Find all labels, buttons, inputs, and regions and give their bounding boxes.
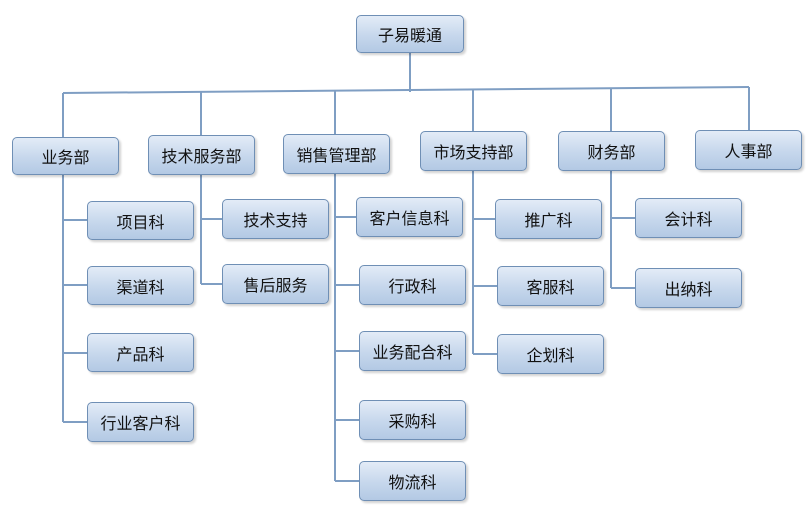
root-node: 子易暖通	[356, 15, 464, 53]
dept-node-market: 市场支持部	[420, 131, 527, 171]
sub-node-sales-4: 物流科	[359, 461, 466, 501]
sub-node-business-0: 项目科	[87, 201, 194, 240]
sub-node-sales-1: 行政科	[359, 265, 466, 305]
sub-node-tech-0: 技术支持	[222, 199, 329, 239]
dept-node-tech: 技术服务部	[148, 135, 255, 175]
sub-node-business-3: 行业客户科	[87, 402, 194, 442]
sub-node-market-0: 推广科	[495, 199, 602, 239]
sub-node-sales-2: 业务配合科	[359, 331, 466, 371]
sub-node-finance-0: 会计科	[635, 198, 742, 238]
sub-node-sales-3: 采购科	[359, 400, 466, 440]
sub-node-business-1: 渠道科	[87, 266, 194, 305]
dept-node-finance: 财务部	[558, 131, 665, 171]
sub-node-finance-1: 出纳科	[635, 268, 742, 308]
sub-node-sales-0: 客户信息科	[356, 197, 463, 237]
sub-node-business-2: 产品科	[87, 333, 194, 372]
connector-line	[62, 86, 750, 94]
sub-node-market-2: 企划科	[497, 334, 604, 374]
sub-node-tech-1: 售后服务	[222, 264, 329, 304]
dept-node-hr: 人事部	[695, 130, 802, 170]
dept-node-sales: 销售管理部	[283, 134, 390, 174]
sub-node-market-1: 客服科	[497, 266, 604, 306]
dept-node-business: 业务部	[12, 137, 119, 175]
